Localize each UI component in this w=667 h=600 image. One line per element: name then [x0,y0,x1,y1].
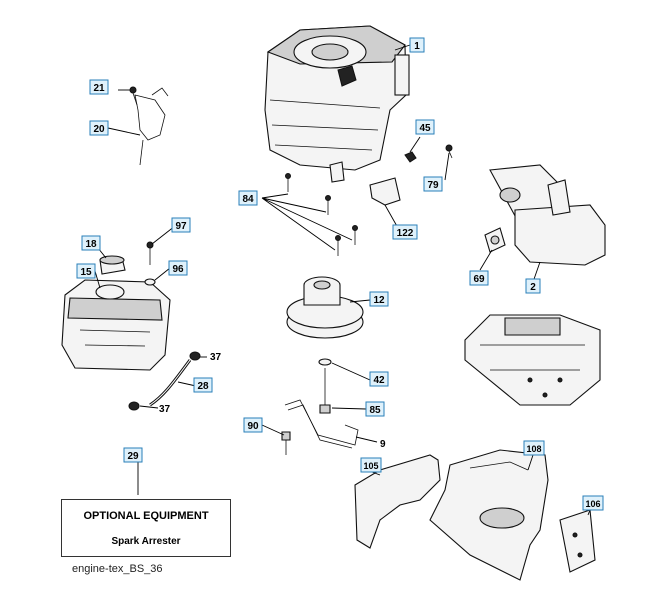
callout-79: 79 [423,176,443,192]
optional-equipment-box: OPTIONAL EQUIPMENT Spark Arrester [61,499,231,557]
bolt-85-part [319,368,331,414]
svg-text:122: 122 [397,228,414,239]
callout-105: 105 [360,457,382,473]
clamp-37-upper-part [189,351,201,361]
callout-42: 42 [369,371,389,387]
engine-part [264,25,410,183]
svg-text:42: 42 [373,375,385,386]
shroud-108-part [429,449,549,581]
nut-45-part [404,151,417,163]
svg-text:2: 2 [530,282,536,293]
fuel-tank-part [61,279,171,371]
engine-mount-frame-part [464,314,601,406]
svg-text:9: 9 [380,439,386,450]
bolt-97-part [146,241,154,265]
svg-text:96: 96 [172,264,184,275]
callout-9: 9 [380,439,386,450]
washer-42-part [318,358,332,366]
callout-96: 96 [168,260,188,276]
svg-text:85: 85 [369,405,381,416]
callout-85: 85 [365,401,385,417]
callout-21: 21 [89,79,109,95]
svg-text:105: 105 [363,461,378,471]
fuel-cap-part [99,255,126,275]
callout-45: 45 [415,119,435,135]
callout-18: 18 [81,235,101,251]
callout-2: 2 [525,278,541,294]
callout-12: 12 [369,291,389,307]
callout-97: 97 [171,217,191,233]
optional-equipment-subtitle: Spark Arrester [111,536,181,547]
svg-text:45: 45 [419,123,431,134]
svg-text:12: 12 [373,295,385,306]
callout-1: 1 [409,37,425,53]
bracket-122-part [369,177,401,206]
callout-84: 84 [238,190,258,206]
svg-text:29: 29 [127,451,139,462]
svg-text:97: 97 [175,221,187,232]
svg-text:37: 37 [159,404,171,415]
muffler-part [489,164,606,266]
callout-108: 108 [523,440,545,456]
svg-text:20: 20 [93,124,105,135]
callout-29: 29 [123,447,143,463]
bolt-90-part [281,431,291,455]
clamp-37-lower-part [128,401,140,411]
callout-20: 20 [89,120,109,136]
svg-text:28: 28 [197,381,209,392]
gasket-part [484,227,506,253]
svg-text:1: 1 [414,41,420,52]
svg-text:106: 106 [585,499,600,509]
svg-text:21: 21 [93,83,105,94]
callout-90: 90 [243,417,263,433]
callout-106: 106 [582,495,604,511]
svg-text:37: 37 [210,352,222,363]
bracket-9-part [284,399,359,449]
optional-equipment-title: OPTIONAL EQUIPMENT [83,510,209,522]
washer-96-part [144,278,156,286]
svg-text:108: 108 [526,444,541,454]
callout-122: 122 [392,224,418,240]
svg-text:90: 90 [247,421,259,432]
diagram-caption: engine-tex_BS_36 [72,563,163,575]
svg-text:18: 18 [85,239,97,250]
svg-text:84: 84 [242,194,254,205]
callout-37-lower: 37 [159,404,171,415]
bolts-84-part [285,173,358,256]
pulley-part [286,276,364,339]
svg-text:15: 15 [80,267,92,278]
plate-106-part [559,509,596,573]
screw-79-part [445,144,453,159]
callout-15: 15 [76,263,96,279]
throttle-control-part [129,86,169,166]
shield-105-part [354,454,441,549]
callout-69: 69 [469,270,489,286]
svg-text:79: 79 [427,180,439,191]
callout-37-upper: 37 [210,352,222,363]
svg-text:69: 69 [473,274,485,285]
fuel-line-part [149,359,192,407]
callout-28: 28 [193,377,213,393]
